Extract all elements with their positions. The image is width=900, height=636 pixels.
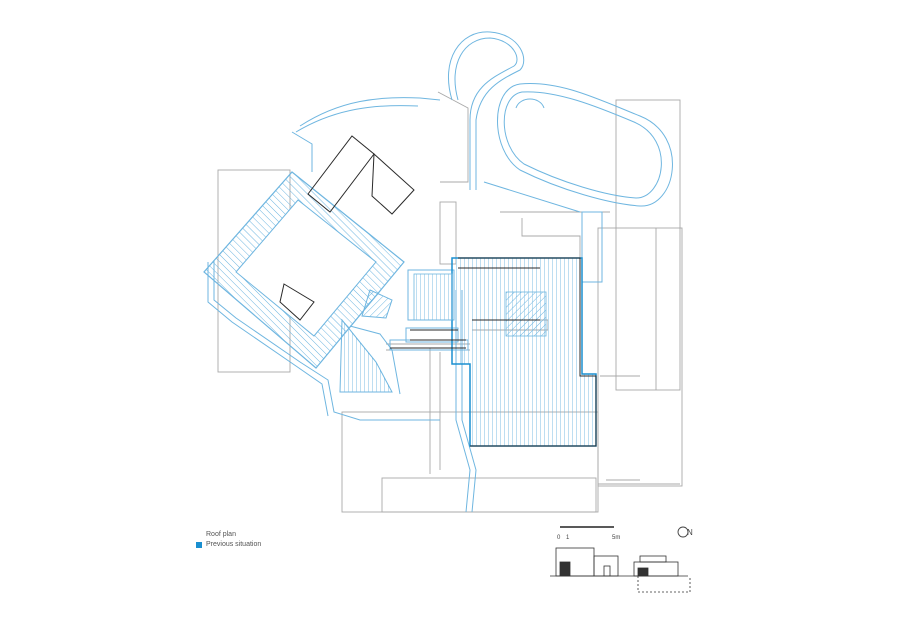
scale-tick-0: 0 bbox=[557, 535, 561, 541]
scale-bar: 0 1 5m bbox=[557, 526, 620, 541]
scale-tick-1: 1 bbox=[566, 535, 570, 541]
previous-roof-left bbox=[203, 171, 405, 393]
legend-previous-situation-label: Previous situation bbox=[206, 541, 262, 548]
legend: Roof plan Previous situation bbox=[196, 530, 261, 550]
key-elevation-thumbnail bbox=[550, 547, 691, 593]
north-arrow-icon: N bbox=[677, 526, 693, 538]
legend-roof-plan-label: Roof plan bbox=[206, 531, 236, 538]
roof-plan-dark-lines bbox=[279, 135, 597, 447]
scale-tick-end: 5m bbox=[612, 535, 620, 541]
legend-previous-swatch bbox=[196, 542, 202, 548]
north-arrow-label: N bbox=[687, 528, 693, 537]
legend-item-previous-situation: Previous situation bbox=[196, 540, 261, 550]
legend-item-roof-plan: Roof plan bbox=[196, 530, 261, 540]
previous-roof-right bbox=[413, 257, 597, 447]
